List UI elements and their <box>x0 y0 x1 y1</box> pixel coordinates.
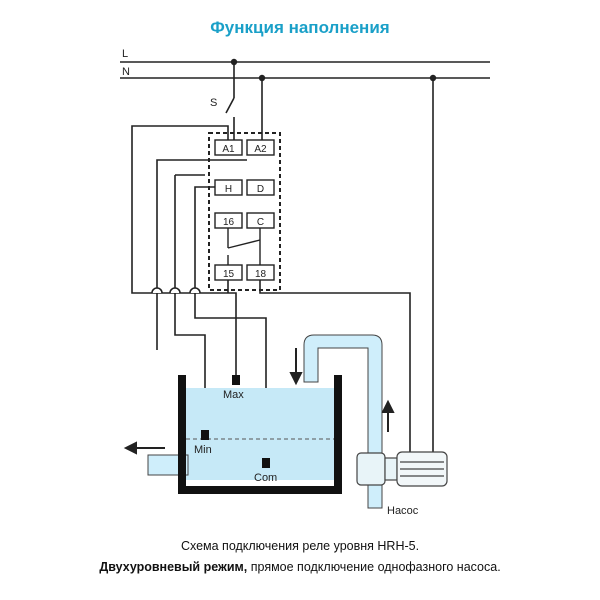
pump-label: Насос <box>387 505 419 517</box>
tank-walls <box>178 375 342 494</box>
tank-water <box>186 388 334 480</box>
caption-line-1: Схема подключения реле уровня HRH-5. <box>180 539 420 553</box>
probe-wires <box>131 125 267 462</box>
relay-contact <box>227 228 261 265</box>
caption-description: прямое подключение однофазного насоса. <box>247 560 501 574</box>
terminal-label-d: D <box>257 184 264 195</box>
terminal-label-a2: A2 <box>254 144 267 155</box>
terminal-label-18: 18 <box>255 269 267 280</box>
up-arrow-icon <box>381 399 395 432</box>
terminal-d <box>246 179 275 196</box>
terminal-label-16: 16 <box>223 217 235 228</box>
pump-icon <box>356 451 448 487</box>
probe-label-max: Max <box>223 389 244 401</box>
terminal-a2 <box>246 139 275 156</box>
relay-housing <box>208 132 281 291</box>
probe-max <box>232 375 240 385</box>
terminal-label-c: C <box>257 217 264 228</box>
switch-s <box>225 62 235 140</box>
probe-min <box>201 430 209 440</box>
probe-label-com: Com <box>254 472 277 484</box>
diagram-title: Функция наполнения <box>210 18 390 37</box>
label-L: L <box>122 48 128 60</box>
caption-mode: Двухуровневый режим, <box>99 560 248 574</box>
label-N: N <box>122 66 130 78</box>
inflow-arrow-icon <box>289 348 303 386</box>
probe-com <box>262 458 270 468</box>
probe-markers <box>201 375 270 468</box>
terminal-label-h: H <box>225 184 232 195</box>
label-switch: S <box>210 97 217 109</box>
probe-label-min: Min <box>194 444 212 456</box>
caption-line-2: Двухуровневый режим, прямое подключение … <box>0 560 600 574</box>
wire-crossovers <box>151 287 201 294</box>
terminal-label-15: 15 <box>223 269 235 280</box>
terminal-label-a1: A1 <box>222 144 235 155</box>
outflow-arrow-icon <box>123 441 165 455</box>
